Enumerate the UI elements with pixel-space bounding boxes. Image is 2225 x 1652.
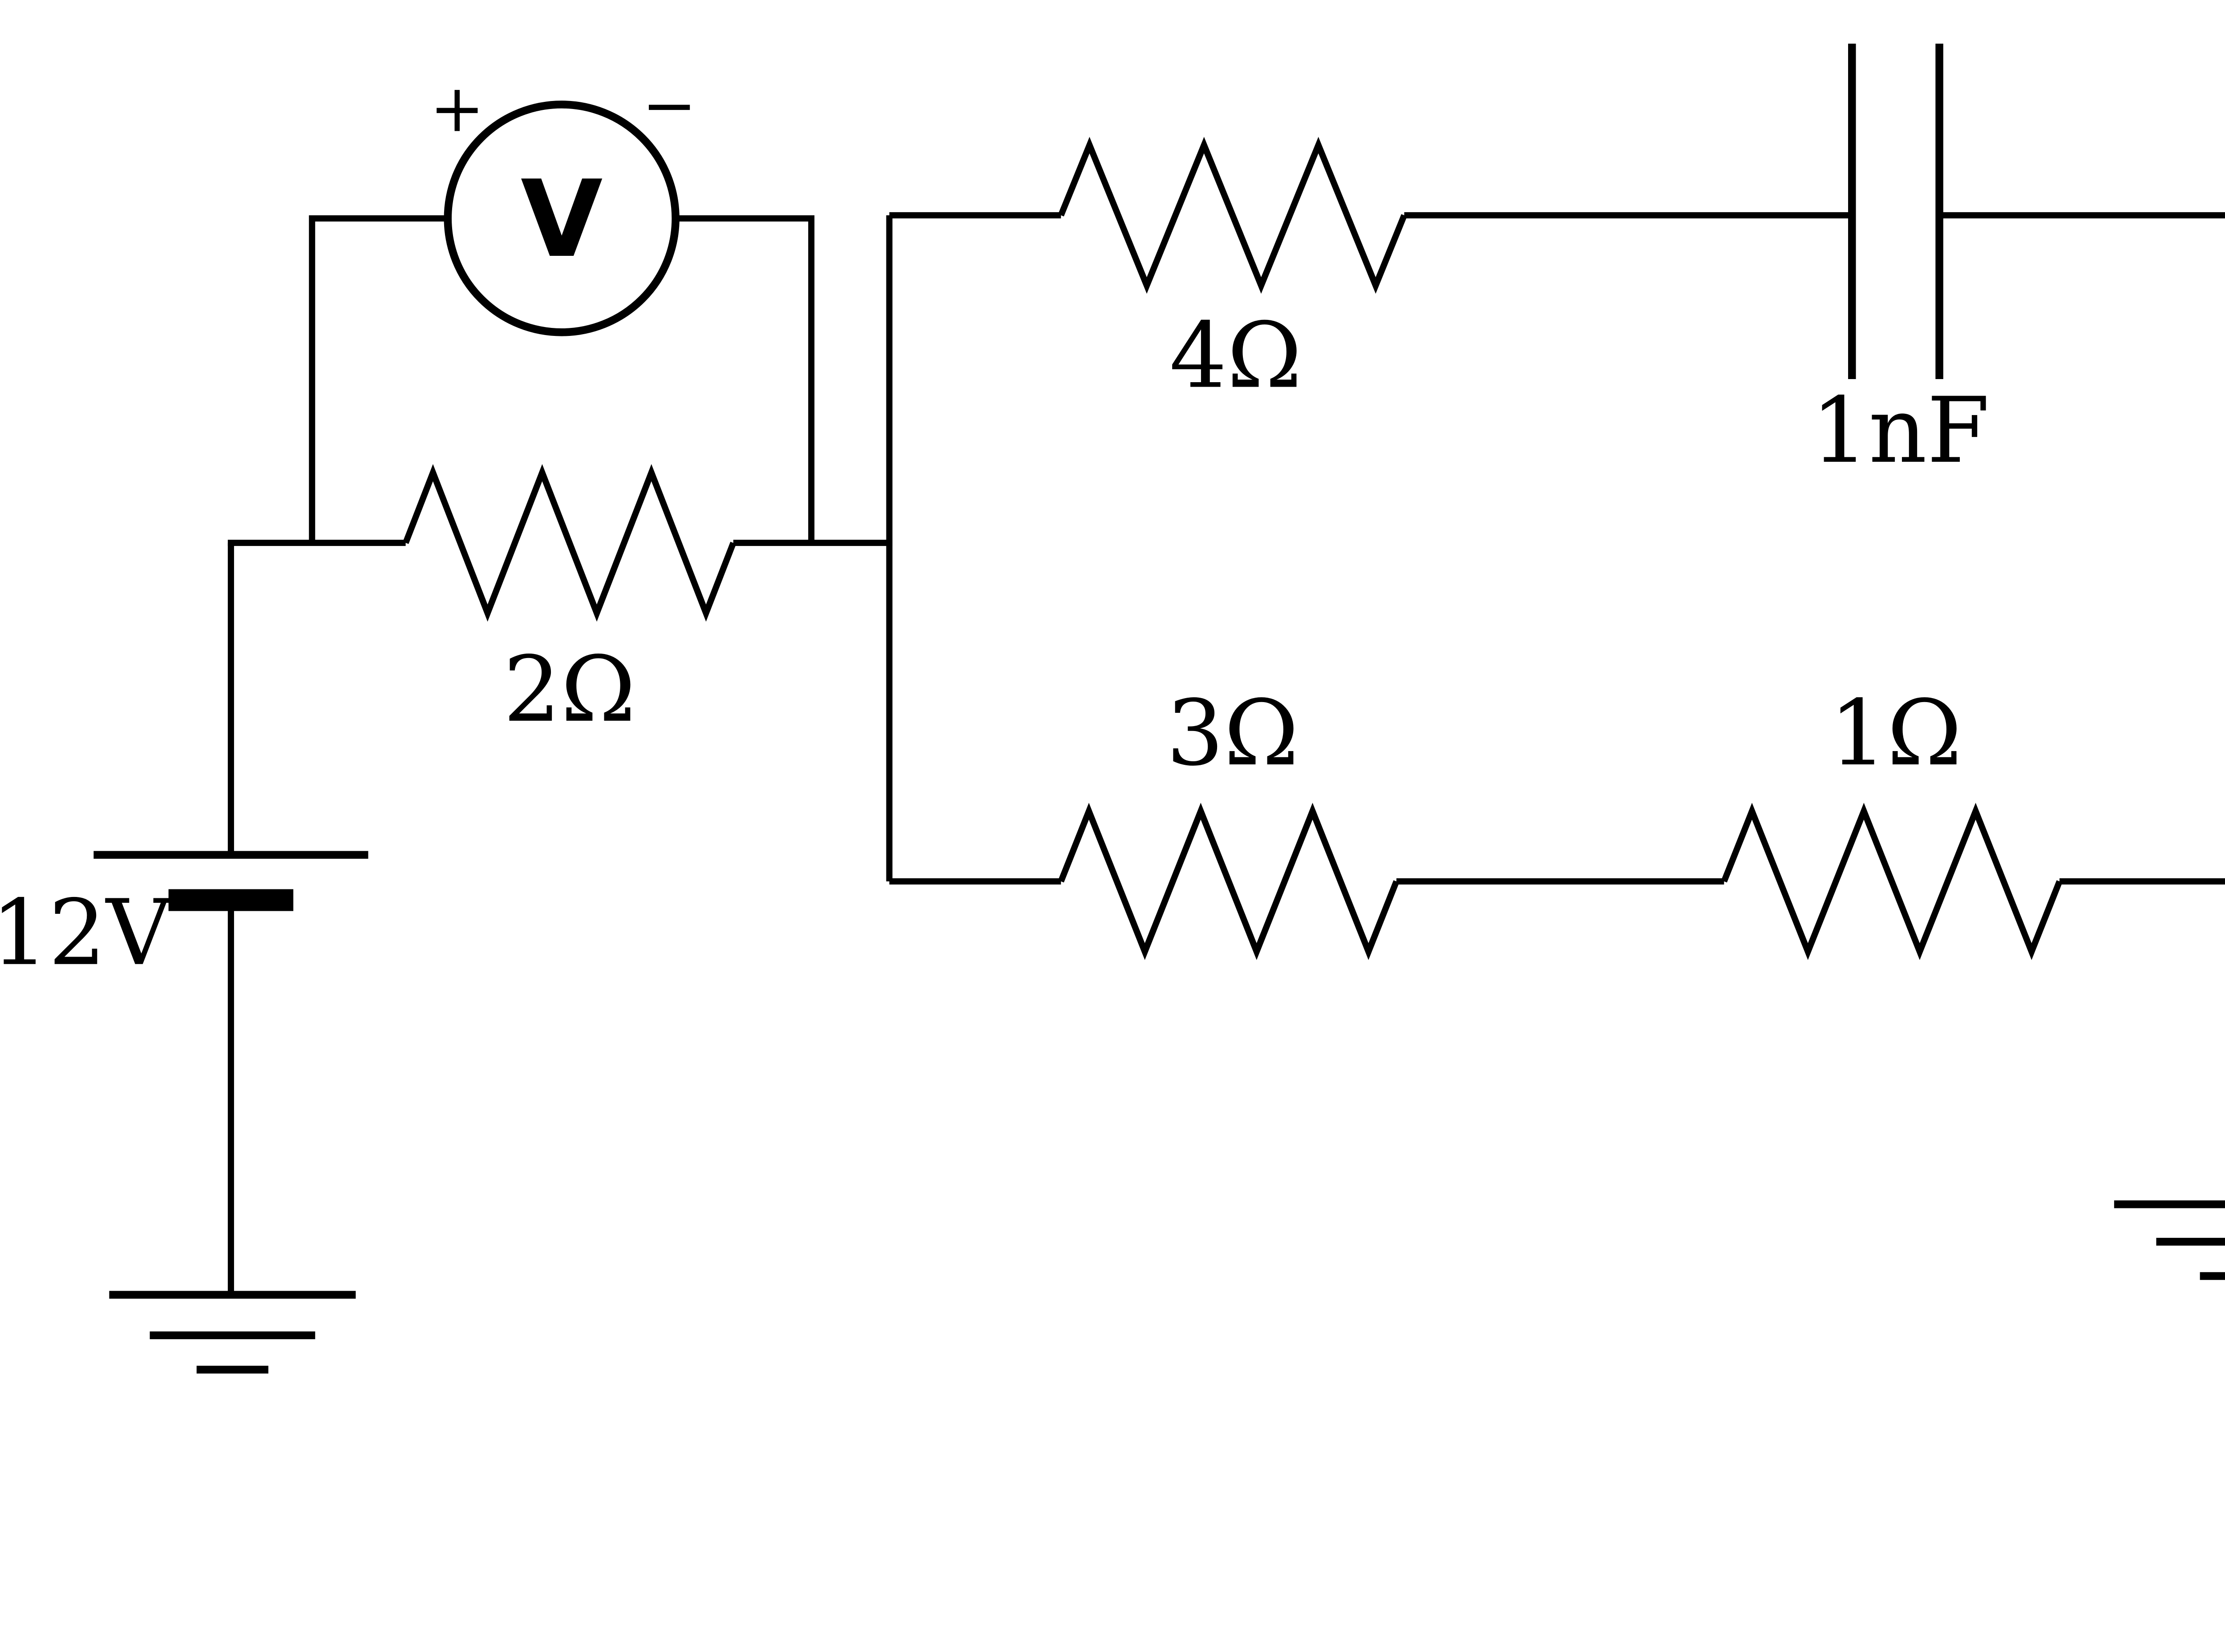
- voltmeter-body: [444, 101, 680, 336]
- battery-label: 12V: [0, 880, 173, 986]
- resistor-3ohm: 3Ω: [1058, 680, 1400, 960]
- wire-voltmeter-right: [676, 215, 815, 543]
- resistor-3ohm-zigzag: [1058, 803, 1400, 960]
- resistor-1ohm-label: 1Ω: [1829, 680, 1962, 786]
- capacitor: 1nF: [1811, 44, 1990, 483]
- voltmeter-minus-label: −: [642, 67, 696, 144]
- capacitor-label: 1nF: [1811, 378, 1990, 483]
- ground-left: [109, 1291, 356, 1374]
- wires: [227, 212, 2225, 1295]
- battery: 12V: [0, 851, 368, 986]
- resistor-2ohm: 2Ω: [403, 464, 736, 742]
- voltmeter-letter: V: [521, 158, 603, 281]
- wire-voltmeter-left: [309, 215, 448, 543]
- voltmeter: V + −: [430, 67, 697, 336]
- resistor-2ohm-zigzag: [403, 464, 736, 622]
- resistor-4ohm: 4Ω: [1058, 137, 1408, 408]
- resistor-4ohm-zigzag: [1058, 137, 1408, 294]
- ground-right: [2114, 1200, 2225, 1280]
- resistor-3ohm-label: 3Ω: [1166, 680, 1299, 786]
- resistor-1ohm: 1Ω: [1721, 680, 2063, 960]
- resistor-1ohm-zigzag: [1721, 803, 2063, 960]
- resistor-2ohm-label: 2Ω: [503, 637, 636, 742]
- resistor-4ohm-label: 4Ω: [1169, 303, 1302, 408]
- voltmeter-plus-label: +: [430, 70, 485, 147]
